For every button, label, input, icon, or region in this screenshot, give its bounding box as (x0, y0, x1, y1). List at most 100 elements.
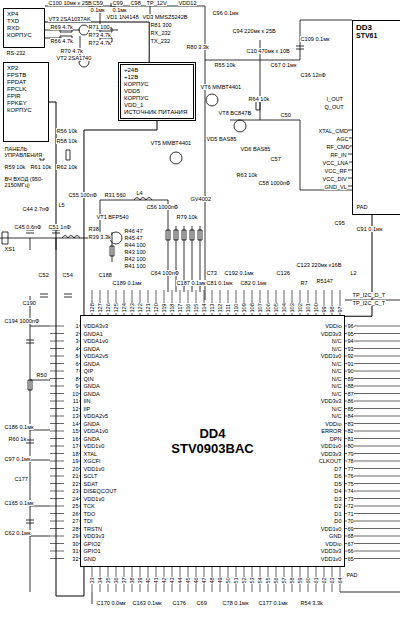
pin-number: 115 (193, 303, 199, 313)
pin-number: 106 (265, 303, 271, 313)
part-label: VT2 2SA1740 (56, 55, 92, 61)
part-label: TP_I2C_D_T (352, 292, 386, 298)
pin-number: 79 (347, 451, 354, 457)
pin-number: 15 (64, 428, 79, 434)
node-text: FPSTB (7, 72, 45, 79)
pin-number: 128 (89, 303, 95, 313)
node-text: DD3 (356, 23, 398, 32)
pin-number: 65 (347, 556, 354, 562)
pin-number: 28 (64, 526, 79, 532)
pin-number: 21 (64, 473, 79, 479)
pin-number: 23 (64, 488, 79, 494)
part-label: 0.1мк (90, 7, 105, 13)
connector-box: XP2FPSTBFPDATFPCLKFPIRFPKEYКОРПУС (3, 62, 49, 142)
part-label: XS1 (4, 246, 16, 252)
pin-name: GNDA (83, 391, 100, 397)
part-label: R5147 (316, 278, 333, 284)
pin-number: 89 (347, 376, 354, 382)
wire (0, 6, 400, 604)
pin-number: 5 (64, 353, 79, 359)
pin-number: 40 (145, 577, 151, 584)
pin-name: VDD1v0 (83, 496, 105, 502)
pin-number: 1 (64, 323, 79, 329)
pin-name: VDDA2v5 (83, 353, 109, 359)
pin-number: 77 (347, 466, 354, 472)
part-label: L5 (58, 202, 65, 208)
part-label: Q_OUT (324, 104, 344, 110)
part-label: C52 (38, 272, 49, 278)
pin-name: ERROR (291, 428, 342, 434)
node-text: RXD (7, 25, 41, 32)
pin-name: N/C (291, 361, 342, 367)
pin-name: SCLT (83, 473, 98, 479)
pin-number: 44 (177, 577, 183, 584)
pin-number: 50 (225, 577, 231, 584)
pin-name: D4 (291, 488, 342, 494)
wire-connector (84, 121, 157, 315)
part-label: C163 0.1мк (132, 600, 162, 606)
pin-number: 9 (64, 383, 79, 389)
pin-name: D0 (291, 518, 342, 524)
pin-number: 7 (64, 368, 79, 374)
pin-name: N/C (291, 346, 342, 352)
part-label: C192 0.1мк (224, 270, 254, 276)
pin-number: 88 (347, 383, 354, 389)
node-text: VDD_1 (124, 102, 190, 109)
part-label: VD1 1N4148 (106, 14, 139, 20)
pin-number: 80 (347, 443, 354, 449)
pin-number: 120 (153, 303, 159, 313)
connector-box: XP4TXDRXDКОРПУС (3, 8, 45, 48)
transistor-symbol (110, 232, 122, 244)
pin-name: QIP (83, 368, 94, 374)
part-label: R69 4.7k (50, 24, 73, 30)
pin-name: N/C (291, 413, 342, 419)
part-label: R62 10k (56, 164, 78, 170)
pin-number: 26 (64, 511, 79, 517)
part-label: C126 (276, 270, 290, 276)
pin-name: DPN (291, 436, 342, 442)
pin-name: VDDA3v3 (83, 323, 109, 329)
pin-number: 3 (64, 338, 79, 344)
pin-number: 84 (347, 413, 354, 419)
pin-number: 76 (347, 473, 354, 479)
pin-number: 51 (233, 577, 239, 584)
pin-number: 19 (64, 458, 79, 464)
transistor-symbol (170, 152, 182, 164)
pin-number: 60 (305, 577, 311, 584)
part-label: C189 0.1мк (112, 280, 142, 286)
pin-name: D3 (291, 496, 342, 502)
pin-number: 107 (257, 303, 263, 313)
part-label: R63 10k (236, 172, 258, 178)
pin-number: 41 (153, 577, 159, 584)
pin-number: 93 (347, 346, 354, 352)
part-label: C82 0.1мк (240, 280, 267, 286)
pin-number: 94 (347, 338, 354, 344)
pin-number: 121 (145, 303, 151, 313)
part-label: TP_I2C_C_T (352, 300, 386, 306)
pin-number: 33 (89, 577, 95, 584)
part-label: C69 (196, 600, 207, 606)
pin-number: 109 (241, 303, 247, 313)
pin-number: 124 (121, 303, 127, 313)
pin-number: 118 (169, 303, 175, 313)
pin-number: 49 (217, 577, 223, 584)
pin-number: 102 (297, 303, 303, 313)
part-label: C81 0.1мк (206, 280, 233, 286)
part-label: C109 0.1мк (300, 36, 330, 42)
part-label: C170 0.0мк (96, 600, 126, 606)
pin-number: 25 (64, 503, 79, 509)
pin-number: 98 (329, 306, 335, 313)
pin-name: N/C (291, 406, 342, 412)
pin-name: VDDA2v5 (83, 413, 109, 419)
pin-number: 92 (347, 353, 354, 359)
part-label: C78 0.1мк (222, 600, 249, 606)
part-label: R41 100 (124, 263, 146, 269)
pin-name: XGCFI (83, 458, 101, 464)
part-label: ПАНЕЛЬ УПРАВЛЕНИЯ (4, 146, 51, 158)
node-text: TXD (7, 18, 41, 25)
pin-name: VDD3v3 (83, 533, 105, 539)
pin-number: 30 (64, 541, 79, 547)
pin-number: 11 (64, 398, 79, 404)
part-label: VT5 MMBT4401 (150, 140, 192, 146)
